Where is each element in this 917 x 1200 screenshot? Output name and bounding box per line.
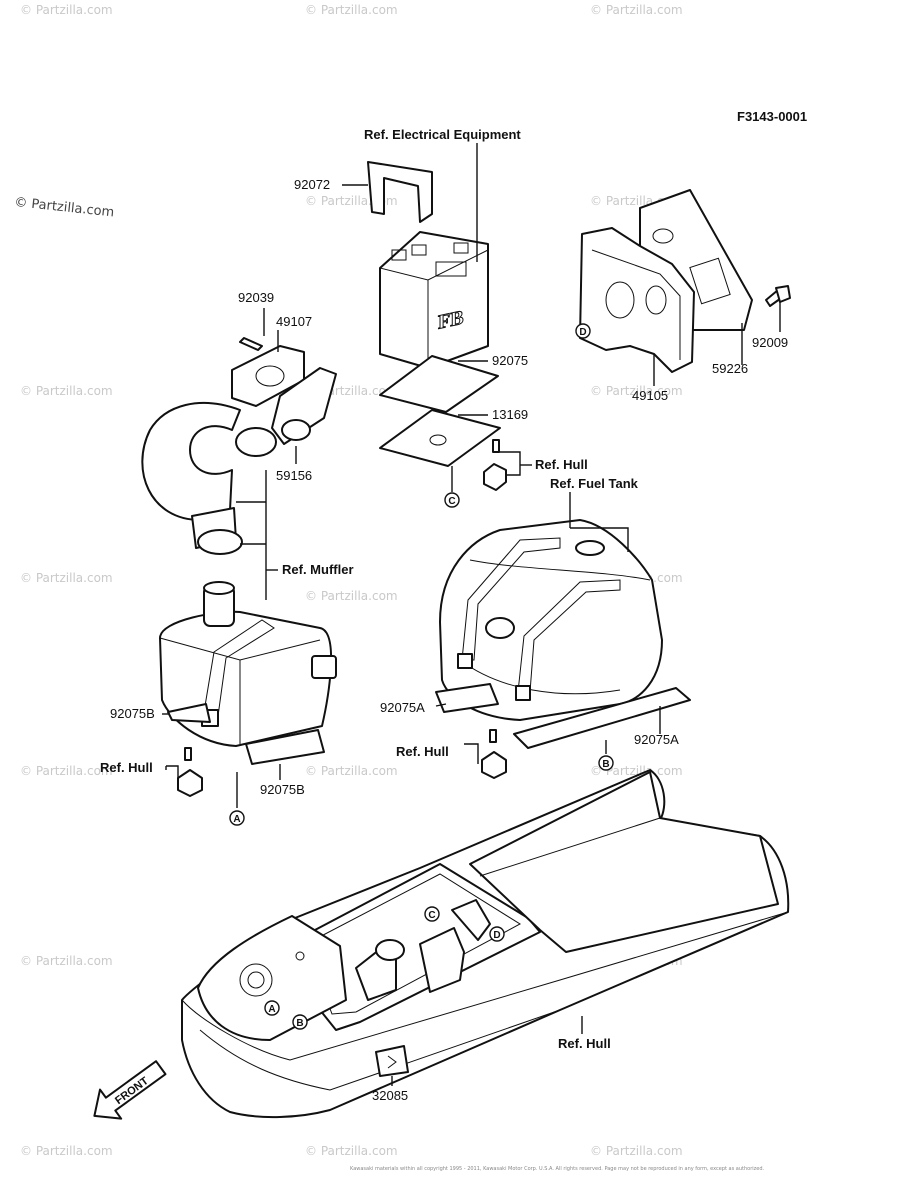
muffler-pad-92075b-bottom [245, 729, 325, 765]
callout-b-hull: B [292, 1014, 308, 1030]
watermark: © Partzilla.com [590, 384, 683, 398]
svg-text:A: A [268, 1004, 275, 1015]
battery-strap [367, 161, 433, 223]
bracket-49105 [579, 227, 695, 373]
hose-clamp-lower [197, 529, 243, 555]
label-92075: 92075 [492, 353, 528, 368]
label-92039: 92039 [238, 290, 274, 305]
label-92075b-left: 92075B [110, 706, 155, 721]
watermark: © Partzilla.com [305, 1144, 398, 1158]
callout-a-hull: A [264, 1000, 280, 1016]
label-ref-fuel-tank: Ref. Fuel Tank [550, 476, 639, 491]
label-92009: 92009 [752, 335, 788, 350]
battery-group: FB [367, 161, 507, 491]
callout-d-right: D [575, 323, 591, 339]
label-92075b-bottom: 92075B [260, 782, 305, 797]
svg-text:C: C [448, 496, 455, 507]
callout-a-left: A [229, 810, 245, 826]
svg-text:B: B [296, 1018, 303, 1029]
label-ref-hull-mid: Ref. Hull [396, 744, 449, 759]
label-ref-hull-bottom: Ref. Hull [558, 1036, 611, 1051]
callout-b-mid: B [598, 755, 614, 771]
bolt-92039 [239, 337, 263, 351]
watermark: © Partzilla.com [20, 384, 113, 398]
label-92075a-right: 92075A [634, 732, 679, 747]
callout-c-hull: C [424, 906, 440, 922]
partzilla-watermark-large: © Partzilla.com [14, 195, 115, 220]
svg-text:B: B [602, 759, 609, 770]
watermark: © Partzilla.com [20, 764, 113, 778]
battery-pad-13169 [379, 409, 501, 467]
exhaust-group [141, 337, 337, 797]
diagram-id: F3143-0001 [737, 109, 807, 124]
battery [379, 231, 489, 369]
fuel-tank [439, 519, 663, 721]
hull-nut-top [483, 463, 507, 491]
battery-pad-92075 [379, 355, 499, 413]
callout-c-top: C [444, 492, 460, 508]
exhaust-hose [141, 402, 241, 521]
label-49105: 49105 [632, 388, 668, 403]
watermark: © Partzilla.com [305, 764, 398, 778]
label-ref-hull: Ref. Hull [535, 457, 588, 472]
copyright-text: Kawasaki materials within all copyright … [350, 1166, 765, 1172]
svg-text:C: C [428, 910, 435, 921]
watermark: © Partzilla.com [305, 3, 398, 17]
muffler [159, 610, 333, 747]
watermark: © Partzilla.com [590, 1144, 683, 1158]
svg-text:D: D [579, 327, 586, 338]
callout-d-hull: D [489, 926, 505, 942]
label-13169: 13169 [492, 407, 528, 422]
label-ref-muffler: Ref. Muffler [282, 562, 354, 577]
label-59156: 59156 [276, 468, 312, 483]
tank-pad-92075a-right [513, 687, 691, 749]
label-ref-electrical-equipment: Ref. Electrical Equipment [364, 127, 521, 142]
hull-decal-32085 [375, 1045, 409, 1077]
hull-saddle [469, 771, 779, 953]
hull [181, 769, 790, 1119]
hull-nut-left [177, 769, 203, 797]
label-92075a-left: 92075A [380, 700, 425, 715]
front-arrow: FRONT [93, 1060, 167, 1120]
svg-text:D: D [493, 930, 500, 941]
hose-clamp-upper [235, 427, 277, 457]
label-59226: 59226 [712, 361, 748, 376]
watermark: © Partzilla.com [590, 3, 683, 17]
watermark: © Partzilla.com [20, 3, 113, 17]
label-ref-hull-left: Ref. Hull [100, 760, 153, 775]
label-92072: 92072 [294, 177, 330, 192]
muffler-pad-92075b-left [167, 703, 211, 723]
watermark: © Partzilla.com [20, 571, 113, 585]
watermark: © Partzilla.com [305, 589, 398, 603]
svg-text:A: A [233, 814, 240, 825]
watermark: © Partzilla.com [20, 954, 113, 968]
watermark: © Partzilla.com [20, 1144, 113, 1158]
label-49107: 49107 [276, 314, 312, 329]
hull-nut-mid [481, 751, 507, 779]
label-32085: 32085 [372, 1088, 408, 1103]
bracket-group [579, 189, 791, 373]
watermark: © Partzilla.com [590, 764, 683, 778]
fuel-tank-group [435, 519, 691, 779]
